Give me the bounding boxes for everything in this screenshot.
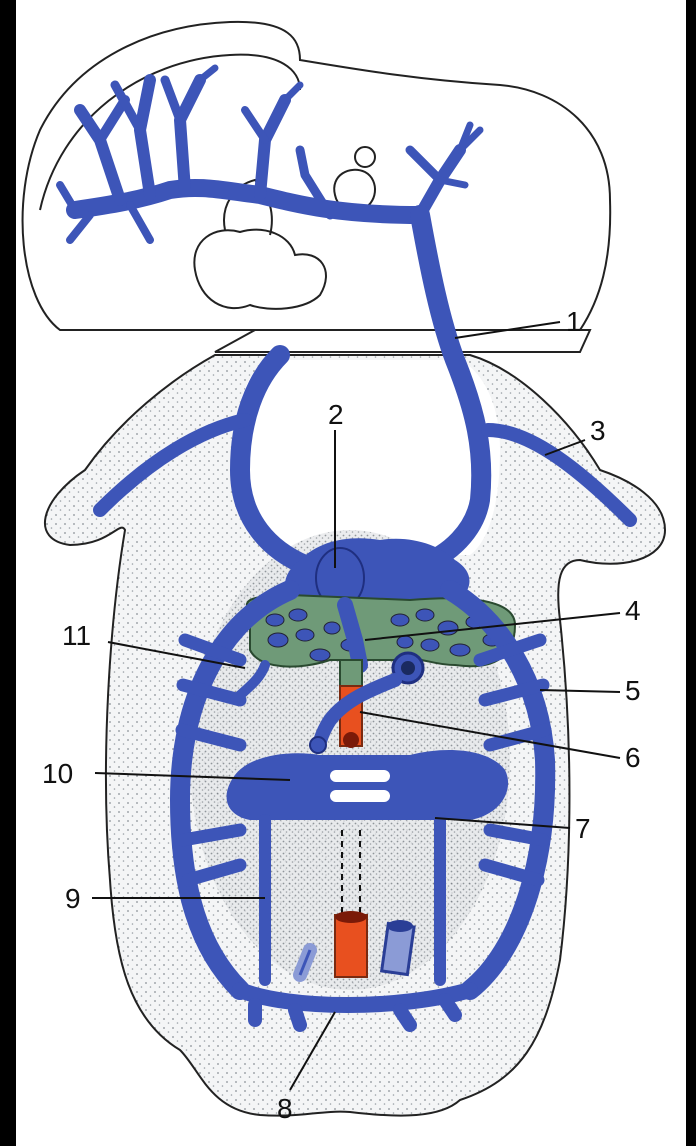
left-frame (0, 0, 16, 1146)
label-5: 5 (625, 675, 641, 706)
forebrain-lobe (194, 230, 326, 309)
subcardinal-anastomosis (227, 750, 509, 820)
neck-band (215, 330, 590, 352)
aorta-lower (335, 915, 367, 977)
left-lower-vein-cut (300, 950, 310, 975)
label-10: 10 (42, 758, 73, 789)
right-lower-vein-cut (382, 920, 414, 975)
aorta-lumen (343, 732, 359, 748)
anastomosis-slot-1 (330, 770, 390, 782)
label-9: 9 (65, 883, 81, 914)
gut-tube-upper (340, 660, 362, 686)
label-8: 8 (277, 1093, 293, 1124)
aorta-lower-top (335, 911, 367, 923)
label-2: 2 (328, 399, 344, 430)
label-3: 3 (590, 415, 606, 446)
umbilical-vein-lumen (401, 661, 415, 675)
label-7: 7 (575, 813, 591, 844)
label-11: 11 (62, 620, 91, 651)
right-frame (686, 0, 696, 1146)
vitelline-vein-cut (310, 737, 326, 753)
label-4: 4 (625, 595, 641, 626)
anastomosis-slot-2 (330, 790, 390, 802)
label-6: 6 (625, 742, 641, 773)
label-1: 1 (566, 306, 582, 337)
otic-vesicle (355, 147, 375, 167)
